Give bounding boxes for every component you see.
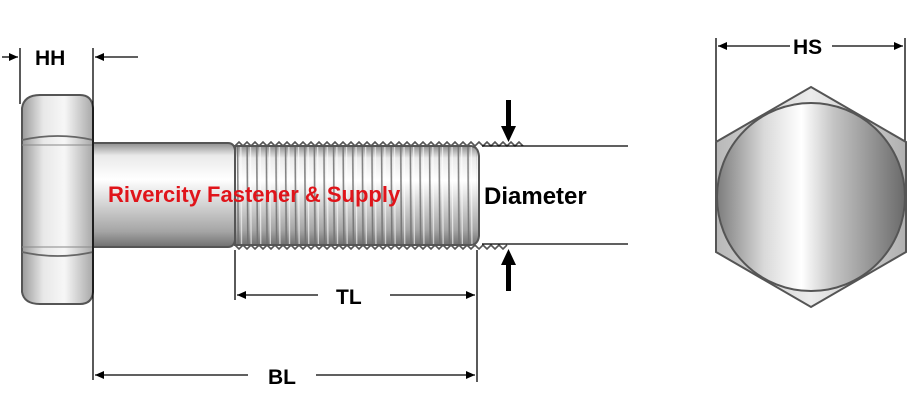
head-height-label: HH bbox=[35, 47, 65, 70]
bolt-head-end-view bbox=[715, 85, 907, 309]
bolt-head bbox=[21, 94, 94, 305]
bolt-length-label: BL bbox=[268, 366, 296, 389]
dimension-lines bbox=[2, 38, 906, 382]
diameter-arrow-top bbox=[506, 100, 511, 130]
hex-size-label: HS bbox=[793, 36, 822, 59]
watermark-text: Rivercity Fastener & Supply bbox=[108, 182, 401, 207]
diameter-label: Diameter bbox=[484, 183, 587, 210]
dimension-arrowheads bbox=[9, 42, 903, 379]
bolt-side-view bbox=[21, 94, 524, 305]
diameter-arrow-bottom bbox=[506, 262, 511, 291]
thread-length-label: TL bbox=[336, 286, 362, 309]
bolt-threads bbox=[234, 140, 524, 251]
